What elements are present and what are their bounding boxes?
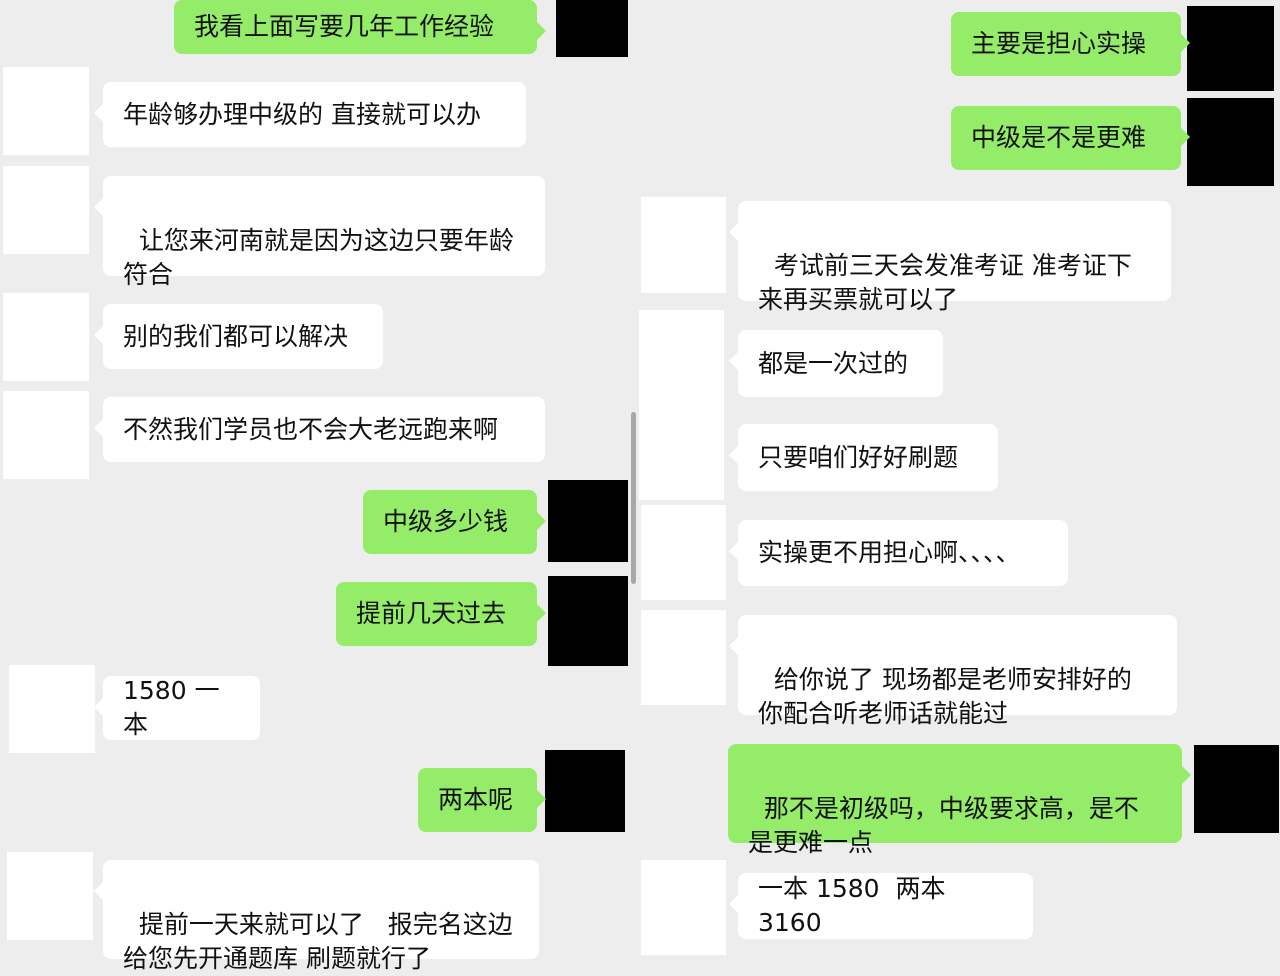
message-text: 我看上面写要几年工作经验: [194, 12, 495, 41]
message-bubble[interactable]: 给你说了 现场都是老师安排好的 你配合听老师话就能过: [729, 615, 1177, 728]
message-bubble[interactable]: 中级多少钱: [363, 490, 546, 554]
message-bubble[interactable]: 只要咱们好好刷题: [729, 424, 998, 491]
message-text: 都是一次过的: [758, 348, 909, 378]
redacted-avatar: [548, 480, 628, 562]
redacted-avatar: [1194, 745, 1279, 833]
message-text: 中级多少钱: [383, 507, 509, 536]
message-text: 提前一天来就可以了 报完名这边 给您先开通题库 刷题就行了: [123, 910, 513, 973]
avatar[interactable]: [641, 197, 726, 293]
message-text: 给你说了 现场都是老师安排好的 你配合听老师话就能过: [758, 665, 1132, 728]
redacted-avatar: [556, 0, 628, 57]
message-text: 提前几天过去: [356, 599, 507, 628]
scrollbar[interactable]: [631, 412, 636, 584]
message-bubble[interactable]: 一本 1580 两本 3160: [729, 873, 1033, 939]
message-bubble[interactable]: 让您来河南就是因为这边只要年龄 符合: [94, 176, 545, 289]
avatar[interactable]: [3, 67, 89, 155]
message-bubble[interactable]: 中级是不是更难: [951, 106, 1190, 170]
message-bubble[interactable]: 考试前三天会发准考证 准考证下 来再买票就可以了: [729, 201, 1171, 314]
avatar[interactable]: [3, 166, 89, 254]
message-bubble[interactable]: 1580 一本: [94, 676, 260, 740]
panel-divider: [636, 0, 640, 959]
message-bubble[interactable]: 不然我们学员也不会大老远跑来啊: [94, 397, 545, 462]
redacted-avatar: [548, 576, 628, 666]
message-text: 只要咱们好好刷题: [758, 442, 959, 472]
message-bubble[interactable]: 两本呢: [418, 768, 546, 832]
avatar[interactable]: [3, 391, 89, 479]
message-text: 那不是初级吗，中级要求高，是不 是更难一点: [748, 794, 1139, 857]
message-text: 两本呢: [438, 785, 514, 814]
message-text: 让您来河南就是因为这边只要年龄 符合: [123, 226, 514, 289]
message-text: 年龄够办理中级的 直接就可以办: [123, 99, 481, 129]
message-text: 1580 一本: [123, 676, 220, 739]
avatar[interactable]: [641, 610, 726, 705]
message-text: 别的我们都可以解决: [123, 321, 349, 351]
message-text: 考试前三天会发准考证 准考证下 来再买票就可以了: [758, 251, 1132, 314]
redacted-avatar: [1187, 98, 1274, 186]
message-text: 中级是不是更难: [971, 123, 1147, 152]
avatar[interactable]: [7, 852, 93, 940]
message-text: 不然我们学员也不会大老远跑来啊: [123, 414, 499, 444]
avatar[interactable]: [641, 860, 726, 955]
message-bubble[interactable]: 别的我们都可以解决: [94, 304, 383, 369]
avatar[interactable]: [9, 665, 95, 753]
avatar[interactable]: [639, 310, 724, 500]
message-bubble[interactable]: 实操更不用担心啊、、、、: [729, 520, 1068, 586]
message-bubble[interactable]: 主要是担心实操: [951, 12, 1190, 76]
redacted-avatar: [1187, 6, 1274, 91]
message-bubble[interactable]: 提前几天过去: [336, 582, 546, 646]
avatar[interactable]: [641, 505, 726, 600]
message-bubble[interactable]: 我看上面写要几年工作经验: [174, 0, 546, 54]
message-text: 主要是担心实操: [971, 29, 1147, 58]
message-bubble[interactable]: 都是一次过的: [729, 330, 943, 397]
message-text: 实操更不用担心啊、、、、: [758, 538, 1021, 567]
message-bubble[interactable]: 那不是初级吗，中级要求高，是不 是更难一点: [728, 744, 1191, 857]
message-bubble[interactable]: 提前一天来就可以了 报完名这边 给您先开通题库 刷题就行了: [94, 860, 539, 973]
avatar[interactable]: [3, 293, 89, 381]
message-bubble[interactable]: 年龄够办理中级的 直接就可以办: [94, 82, 526, 147]
redacted-avatar: [545, 750, 625, 832]
message-text: 一本 1580 两本 3160: [758, 874, 954, 937]
